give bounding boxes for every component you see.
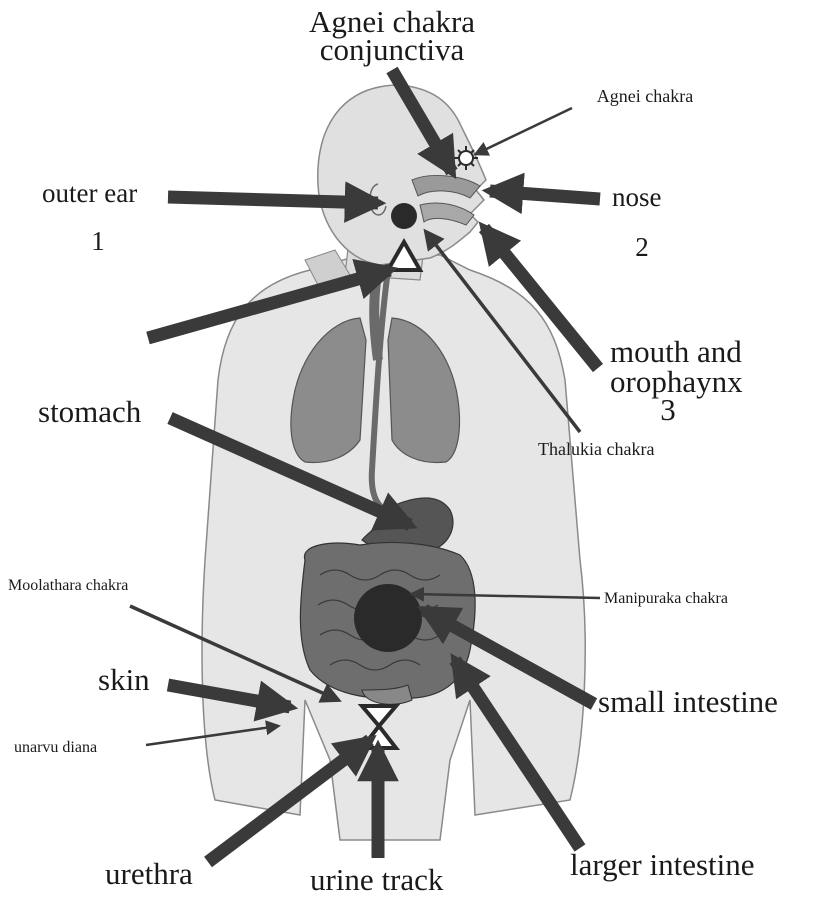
label-small-intestine: small intestine: [598, 684, 778, 719]
manipuraka-chakra-dot: [354, 584, 422, 652]
label-manipuraka-chakra: Manipuraka chakra: [604, 590, 728, 607]
label-nose: nose: [612, 182, 662, 212]
label-num-3: 3: [660, 392, 676, 427]
label-larger-intestine: larger intestine: [570, 847, 755, 882]
label-title-line2: conjunctiva: [320, 32, 465, 67]
head: [318, 85, 486, 265]
label-mouth-line2: orophaynx: [610, 364, 743, 399]
label-moolathara-chakra: Moolathara chakra: [8, 577, 128, 594]
arrow-nose: [490, 191, 600, 199]
label-skin: skin: [98, 662, 150, 697]
label-num-2: 2: [635, 232, 649, 262]
label-urine-track: urine track: [310, 862, 444, 895]
arrow-agnei-chakra: [476, 108, 572, 154]
label-urethra: urethra: [105, 856, 193, 891]
label-num-1: 1: [91, 226, 105, 256]
label-stomach: stomach: [38, 394, 142, 429]
label-outer-ear: outer ear: [42, 178, 137, 208]
chakra-throat-dot: [391, 203, 417, 229]
label-unarvu-diana: unarvu diana: [14, 739, 97, 756]
label-thalukia-chakra: Thalukia chakra: [538, 439, 654, 459]
label-agnei-chakra: Agnei chakra: [597, 86, 693, 106]
arrow-outer-ear: [168, 197, 378, 203]
